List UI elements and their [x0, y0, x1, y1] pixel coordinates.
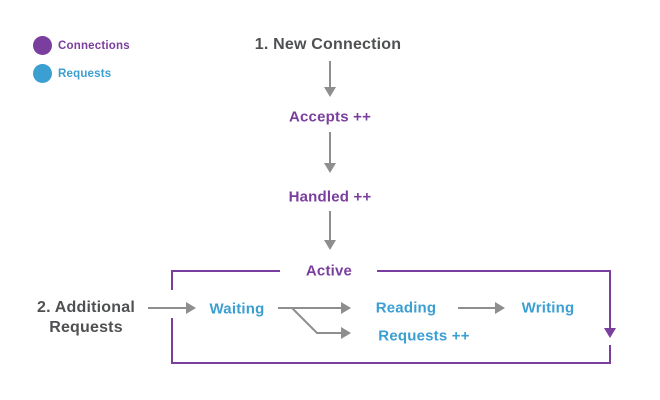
legend-item-requests: Requests [33, 63, 130, 84]
active-box-top-left [171, 270, 280, 290]
arrow-waiting-to-requests-line [291, 307, 341, 334]
step-additional-requests: 2. Additional Requests [36, 299, 135, 336]
legend-item-connections: Connections [33, 35, 130, 56]
arrow-handled-to-active-head [324, 240, 336, 250]
state-waiting: Waiting [209, 300, 265, 318]
state-reading: Reading [375, 299, 437, 317]
requests-dot-icon [33, 64, 52, 83]
step-accepts: Accepts ++ [288, 108, 372, 126]
legend-requests-label: Requests [58, 67, 112, 80]
step-handled: Handled ++ [288, 188, 372, 206]
active-box-left-bottom [171, 318, 611, 364]
step-new-connection: 1. New Connection [254, 36, 402, 53]
active-box-loop-arrowhead [604, 328, 616, 338]
legend: Connections Requests [33, 35, 130, 91]
state-writing: Writing [521, 299, 575, 317]
step-active: Active [305, 262, 353, 280]
legend-connections-label: Connections [58, 39, 130, 52]
arrow-waiting-to-reading-head [341, 302, 351, 314]
arrow-waiting-to-requests-head [341, 327, 351, 339]
arrow-accepts-to-handled-head [324, 163, 336, 173]
state-requests-increment: Requests ++ [378, 327, 470, 345]
arrow-reading-to-writing-head [495, 302, 505, 314]
connections-dot-icon [33, 36, 52, 55]
active-box-top-right [377, 270, 611, 328]
arrow-new-to-accepts-head [324, 87, 336, 97]
arrow-additional-to-waiting-head [186, 302, 196, 314]
